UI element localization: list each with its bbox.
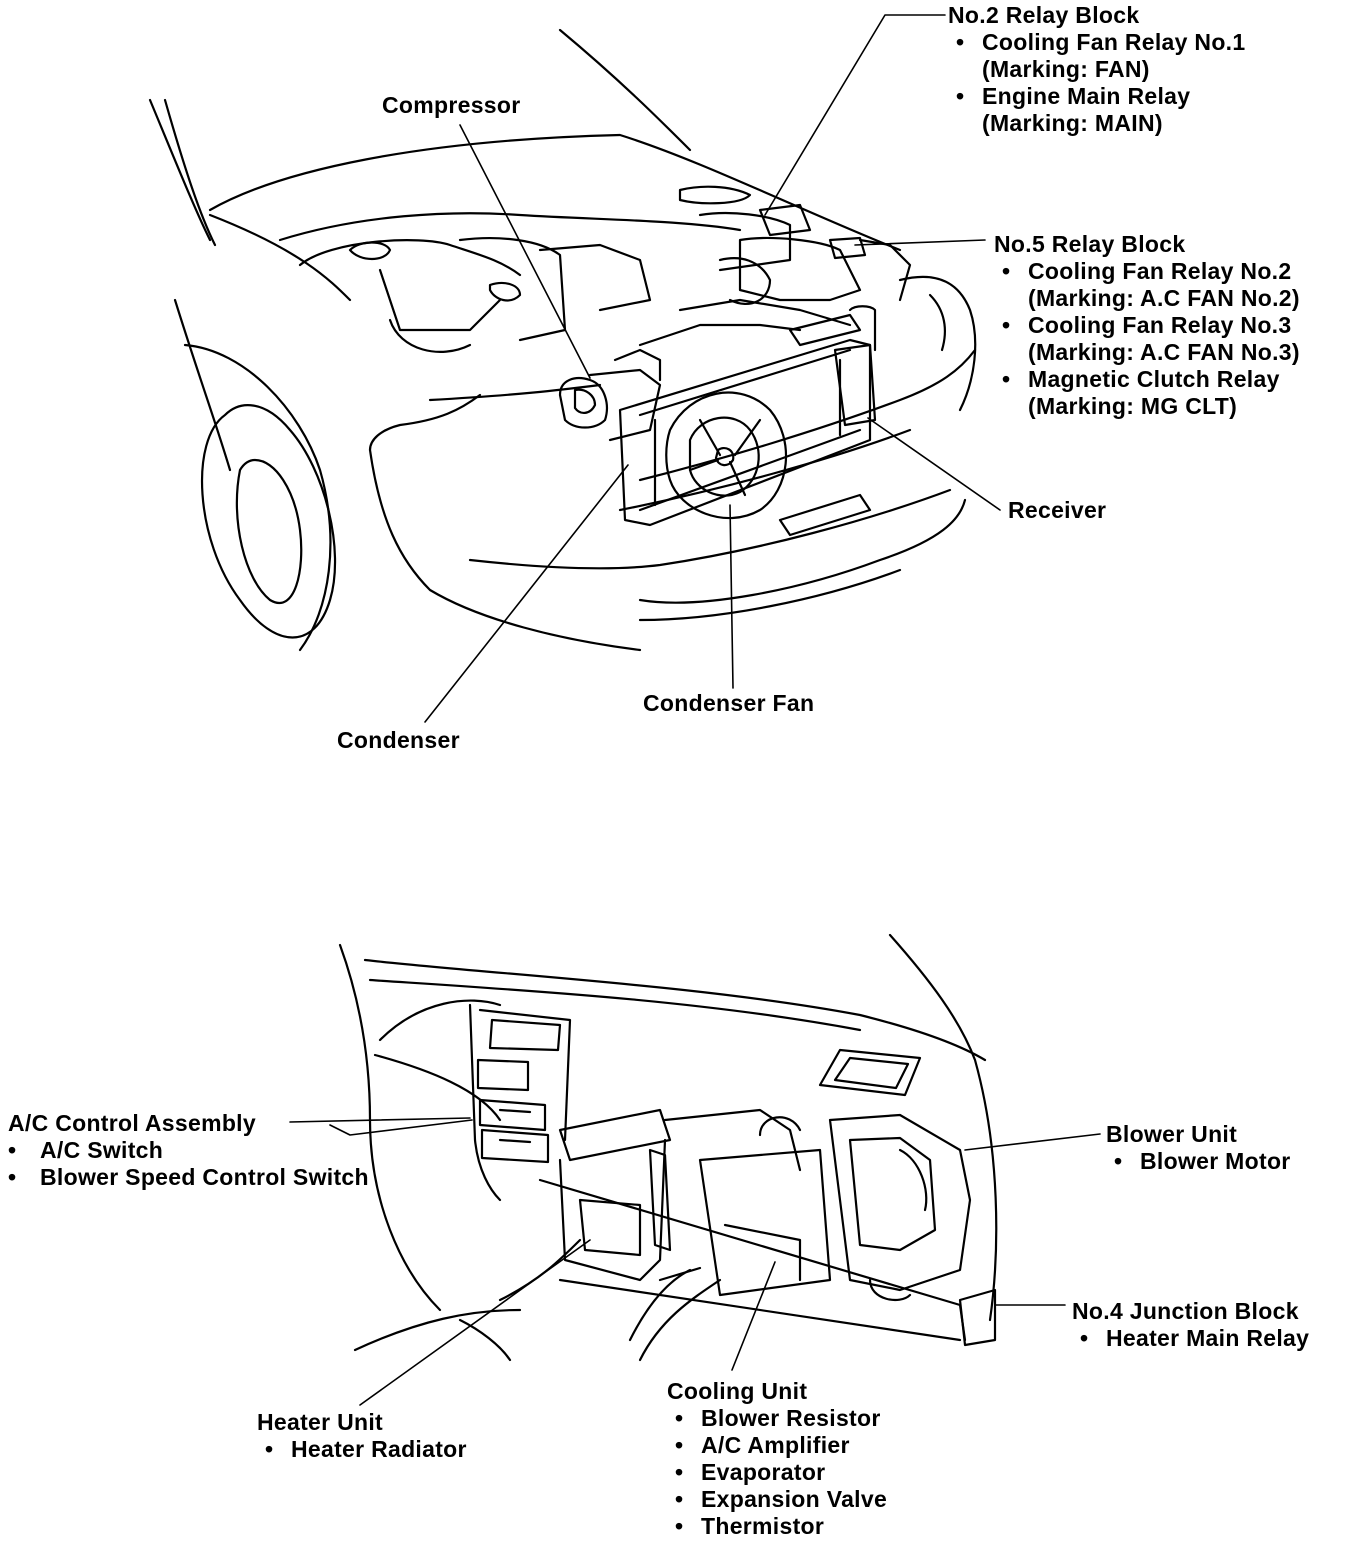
label-marking: (Marking: A.C FAN No.3) <box>1028 339 1300 365</box>
label-item: Blower Resistor <box>667 1405 887 1432</box>
label-heater-unit: Heater Unit Heater Radiator <box>257 1409 467 1463</box>
label-item: Heater Radiator <box>257 1436 467 1463</box>
label-title: No.4 Junction Block <box>1072 1298 1299 1324</box>
dashboard-illustration <box>338 933 998 1362</box>
label-item: Blower Motor <box>1106 1148 1291 1175</box>
label-marking: (Marking: MG CLT) <box>1028 393 1238 419</box>
label-item: Evaporator <box>667 1459 887 1486</box>
label-item: Cooling Fan Relay No.1 <box>948 29 1245 56</box>
engine-leader-lines <box>424 14 1001 723</box>
label-no5-relay-block: No.5 Relay Block Cooling Fan Relay No.2 … <box>994 231 1300 420</box>
label-title: No.5 Relay Block <box>994 231 1186 257</box>
label-item: Engine Main Relay <box>948 83 1245 110</box>
label-item: A/C Amplifier <box>667 1432 887 1459</box>
label-compressor: Compressor <box>382 92 521 118</box>
label-marking: (Marking: MAIN) <box>982 110 1163 136</box>
label-item: Expansion Valve <box>667 1486 887 1513</box>
label-condenser: Condenser <box>337 727 460 753</box>
label-receiver: Receiver <box>1008 497 1107 523</box>
label-marking: (Marking: FAN) <box>982 56 1150 82</box>
label-blower-unit: Blower Unit Blower Motor <box>1106 1121 1291 1175</box>
label-title: No.2 Relay Block <box>948 2 1140 28</box>
label-no2-relay-block: No.2 Relay Block Cooling Fan Relay No.1 … <box>948 2 1245 137</box>
label-title: Heater Unit <box>257 1409 383 1435</box>
label-item: Cooling Fan Relay No.3 <box>994 312 1300 339</box>
label-item: Magnetic Clutch Relay <box>994 366 1300 393</box>
label-item: A/C Switch <box>8 1137 369 1164</box>
label-item: Thermistor <box>667 1513 887 1540</box>
label-title: Cooling Unit <box>667 1378 808 1404</box>
dash-leader-lines <box>289 1117 1101 1406</box>
label-title: A/C Control Assembly <box>8 1110 256 1136</box>
label-no4-junction-block: No.4 Junction Block Heater Main Relay <box>1072 1298 1309 1352</box>
label-ac-control-assembly: A/C Control Assembly A/C Switch Blower S… <box>8 1110 369 1191</box>
label-title: Blower Unit <box>1106 1121 1238 1147</box>
label-marking: (Marking: A.C FAN No.2) <box>1028 285 1300 311</box>
label-item: Heater Main Relay <box>1072 1325 1309 1352</box>
label-cooling-unit: Cooling Unit Blower Resistor A/C Amplifi… <box>667 1378 887 1540</box>
label-item: Cooling Fan Relay No.2 <box>994 258 1300 285</box>
engine-compartment-illustration <box>148 28 977 652</box>
label-condenser-fan: Condenser Fan <box>643 690 815 716</box>
label-item: Blower Speed Control Switch <box>8 1164 369 1191</box>
